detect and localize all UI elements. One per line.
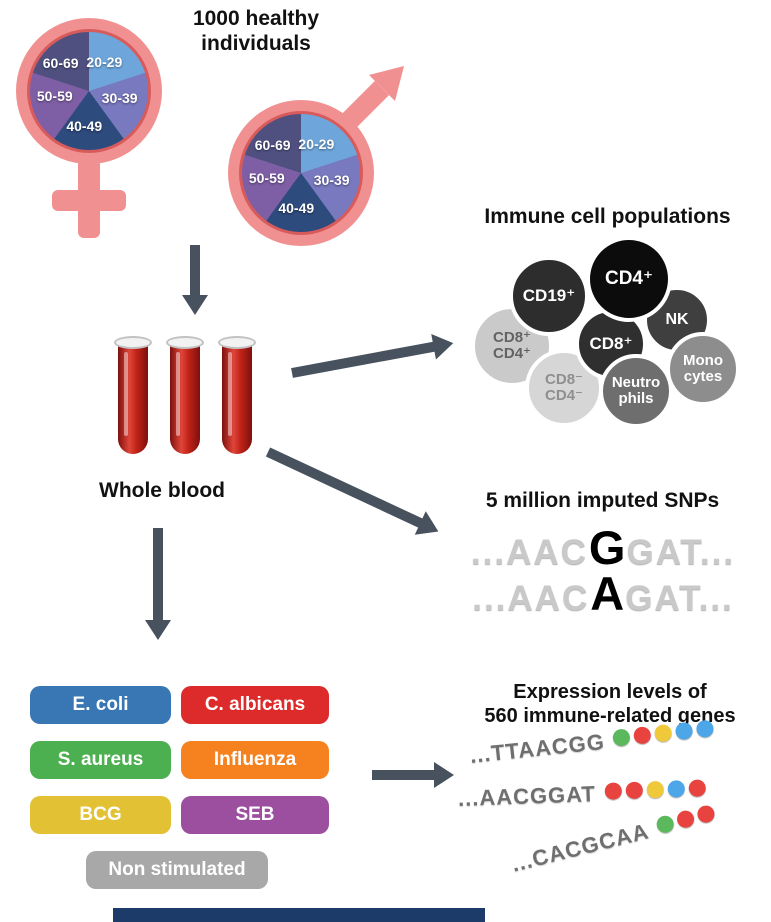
- arrow-head: [431, 330, 456, 360]
- blood-test-tube: [218, 336, 258, 462]
- tube-blood: [118, 342, 148, 454]
- stimulus-non-stimulated: Non stimulated: [86, 851, 268, 889]
- arrow-head: [145, 620, 171, 640]
- cell-monocytes: Mono cytes: [666, 332, 740, 406]
- tube-highlight: [176, 352, 180, 436]
- gene-sequence: ...CACGCAA: [508, 818, 652, 877]
- tube-rim: [166, 336, 204, 349]
- snp-sequence-1: ...AAC G GAT...: [438, 520, 768, 575]
- snp-seq-prefix: ...AAC: [470, 533, 588, 572]
- expression-title: Expression levels of 560 immune-related …: [484, 681, 736, 727]
- cell-cd19: CD19⁺: [509, 256, 589, 336]
- tube-highlight: [124, 352, 128, 436]
- expression-dot: [688, 779, 706, 797]
- whole-blood-label: Whole blood: [99, 479, 225, 502]
- female-symbol-crossbar: [52, 190, 126, 211]
- gene-expression-row: ...CACGCAA: [509, 802, 718, 878]
- female-circle: 20-29 30-39 40-49 50-59 60-69: [16, 18, 162, 164]
- age-segment-label: 50-59: [248, 169, 285, 186]
- immune-populations-title: Immune cell populations: [484, 205, 731, 228]
- stimulus-saureus: S. aureus: [30, 741, 171, 779]
- arrow-shaft: [372, 770, 438, 780]
- expression-dot: [667, 780, 685, 798]
- expression-dot: [696, 719, 715, 739]
- arrow-cohort-to-blood: [182, 245, 208, 315]
- arrow-shaft: [153, 528, 163, 624]
- tube-rim: [218, 336, 256, 349]
- expression-dot-strip: [651, 803, 717, 841]
- expression-dot: [604, 782, 623, 800]
- age-segment-label: 40-49: [66, 118, 103, 135]
- tube-highlight: [228, 352, 232, 436]
- arrow-blood-to-snps: [263, 440, 444, 544]
- expression-dot: [654, 723, 673, 743]
- stimulus-influenza: Influenza: [181, 741, 329, 779]
- tube-blood: [222, 342, 252, 454]
- expression-dot: [654, 813, 676, 835]
- stimulus-ecoli: E. coli: [30, 686, 171, 724]
- snp-variant-allele: G: [588, 521, 626, 574]
- expression-dot: [633, 725, 653, 745]
- snp-variant-allele: A: [590, 567, 625, 620]
- cohort-size-title: 1000 healthy individuals: [192, 7, 320, 56]
- expression-dot: [612, 728, 632, 747]
- age-segment-label: 30-39: [313, 172, 350, 189]
- arrow-blood-to-stimuli: [145, 528, 171, 640]
- expression-dot: [675, 721, 694, 741]
- expression-dot-strip: [600, 779, 706, 805]
- age-segment-label: 50-59: [36, 87, 73, 104]
- arrow-shaft: [291, 341, 439, 378]
- tube-rim: [114, 336, 152, 349]
- arrow-head: [434, 762, 454, 788]
- blood-test-tube: [166, 336, 206, 462]
- expression-dot: [646, 780, 665, 799]
- cell-cd4: CD4⁺: [586, 236, 672, 322]
- snp-seq-prefix: ...AAC: [472, 579, 590, 618]
- snp-seq-suffix: GAT...: [625, 579, 734, 618]
- arrow-shaft: [265, 447, 426, 530]
- age-segment-label: 40-49: [278, 200, 315, 217]
- cropped-bottom-bar: [113, 908, 485, 922]
- arrow-blood-to-cells: [290, 330, 456, 385]
- age-segment-label: 20-29: [298, 135, 335, 152]
- arrow-stimuli-to-expression: [372, 762, 454, 788]
- arrow-shaft: [190, 245, 200, 299]
- arrow-head: [182, 295, 208, 315]
- snp-seq-suffix: GAT...: [626, 533, 736, 572]
- male-circle: 20-29 30-39 40-49 50-59 60-69: [228, 100, 374, 246]
- male-age-pie: 20-29 30-39 40-49 50-59 60-69: [239, 111, 363, 235]
- gene-sequence: ...AACGGAT: [457, 781, 597, 811]
- age-segment-label: 30-39: [101, 90, 138, 107]
- snp-sequence-2: ...AAC A GAT...: [438, 566, 768, 621]
- gene-sequence: ...TTAACGG: [468, 728, 606, 768]
- gene-expression-row: ...AACGGAT: [458, 777, 707, 812]
- age-segment-label: 60-69: [254, 136, 291, 153]
- age-segment-label: 60-69: [42, 54, 79, 71]
- stimulus-calbicans: C. albicans: [181, 686, 329, 724]
- stimulus-seb: SEB: [181, 796, 329, 834]
- stimulus-bcg: BCG: [30, 796, 171, 834]
- female-age-pie: 20-29 30-39 40-49 50-59 60-69: [27, 29, 151, 153]
- expression-dot: [695, 803, 717, 825]
- expression-dot: [625, 781, 644, 800]
- cell-neutrophils: Neutro phils: [599, 354, 673, 428]
- expression-dot: [675, 808, 696, 830]
- tube-blood: [170, 342, 200, 454]
- blood-test-tube: [114, 336, 154, 462]
- age-segment-label: 20-29: [86, 53, 123, 70]
- snps-title: 5 million imputed SNPs: [485, 489, 720, 512]
